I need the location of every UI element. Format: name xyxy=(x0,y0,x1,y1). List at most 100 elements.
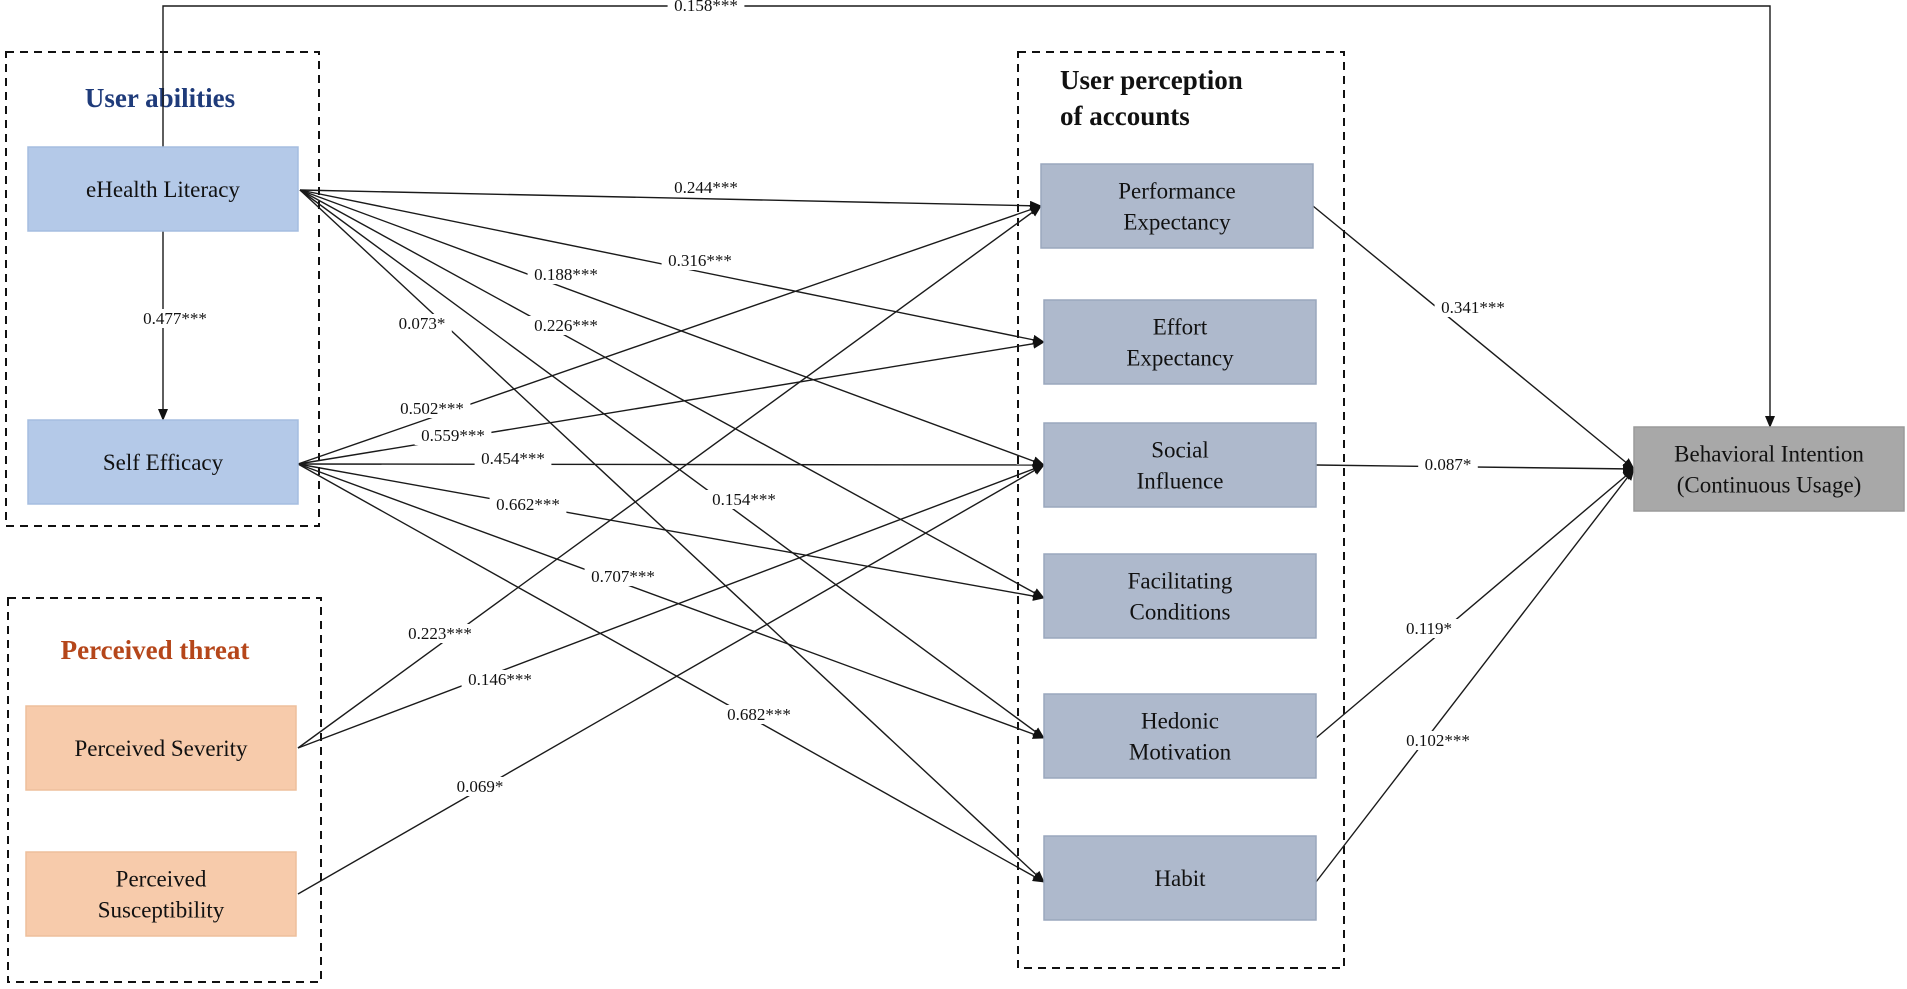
node-label-line: Facilitating xyxy=(1128,569,1233,594)
node-label-line: (Continuous Usage) xyxy=(1677,473,1862,498)
coef-label-bg xyxy=(527,316,605,335)
node-label: Habit xyxy=(1154,866,1206,891)
node-box xyxy=(1043,422,1317,508)
node-label: Behavioral Intention (Continuous Usage) xyxy=(1674,442,1864,498)
node-label-line: Motivation xyxy=(1129,740,1232,765)
edge-hm-to-bi xyxy=(1315,468,1635,739)
coef-label-bg xyxy=(661,251,739,270)
coef-label-ps-to-pe: 0.223*** xyxy=(408,624,472,643)
node-box xyxy=(25,705,297,791)
coef-label-se-to-pe: 0.502*** xyxy=(400,399,464,418)
node-box xyxy=(1633,426,1905,512)
edge-ehl-to-si xyxy=(299,189,1045,466)
node-label-line: Performance xyxy=(1118,179,1236,204)
node-label: Self Efficacy xyxy=(103,450,224,475)
node-label-line: Susceptibility xyxy=(98,898,225,923)
edge-se-to-hm xyxy=(297,463,1045,739)
coef-label-hm-to-bi: 0.119* xyxy=(1406,619,1452,638)
node-label-line: Social xyxy=(1151,438,1209,463)
node-label-line: Behavioral Intention xyxy=(1674,442,1864,467)
coef-label-bg xyxy=(461,670,539,689)
coef-label-bg xyxy=(705,490,783,509)
edge-ehl-to-bi xyxy=(162,5,1775,428)
coef-label-bg xyxy=(489,495,567,514)
node-box xyxy=(1040,163,1314,249)
node-label-line: Effort xyxy=(1153,315,1208,340)
coef-label-bg xyxy=(720,705,798,724)
coef-label-bg xyxy=(527,265,605,284)
coef-label-ehl-to-bi: 0.158*** xyxy=(674,0,738,15)
node-box xyxy=(1043,553,1317,639)
coef-label-bg xyxy=(450,777,510,796)
coef-label-bg xyxy=(401,624,479,643)
coef-label-bg xyxy=(667,178,745,197)
coef-label-ehl-to-hm: 0.154*** xyxy=(712,490,776,509)
edge-ehl-to-hab xyxy=(299,189,1045,883)
group-title-line: Perceived threat xyxy=(61,635,250,665)
node-box xyxy=(1043,693,1317,779)
coef-label-bg xyxy=(1399,731,1477,750)
coef-label-bg xyxy=(584,567,662,586)
coef-label-bg xyxy=(1399,619,1459,638)
coef-label-bg xyxy=(1434,298,1512,317)
coef-label-bg xyxy=(1418,455,1478,474)
node-hab: Habit xyxy=(1043,835,1317,921)
coef-label-pe-to-bi: 0.341*** xyxy=(1441,298,1505,317)
coef-label-se-to-hm: 0.707*** xyxy=(591,567,655,586)
edge-se-to-si xyxy=(297,459,1045,470)
group-box-threat xyxy=(7,597,322,983)
node-box xyxy=(27,419,299,505)
node-ehl: eHealth Literacy xyxy=(27,146,299,232)
coef-label-bg xyxy=(414,426,492,445)
coef-label-ehl-to-pe: 0.244*** xyxy=(674,178,738,197)
node-label-line: Hedonic xyxy=(1141,709,1219,734)
coef-label-se-to-si: 0.454*** xyxy=(481,449,545,468)
node-box xyxy=(1043,835,1317,921)
edge-ps-to-si xyxy=(297,464,1045,749)
node-box xyxy=(27,146,299,232)
coef-label-ehl-to-ee: 0.316*** xyxy=(668,251,732,270)
group-title-abilities: User abilities xyxy=(85,83,235,113)
coef-label-si-to-bi: 0.087* xyxy=(1425,455,1472,474)
edge-ps-to-pe xyxy=(297,205,1042,749)
edge-ehl-to-pe xyxy=(299,189,1042,211)
coef-label-hab-to-bi: 0.102*** xyxy=(1406,731,1470,750)
coef-label-bg xyxy=(392,314,452,333)
coef-label-psu-to-si: 0.069* xyxy=(457,777,504,796)
coef-label-ehl-to-hab: 0.073* xyxy=(399,314,446,333)
node-box xyxy=(1043,299,1317,385)
edge-se-to-pe xyxy=(297,204,1042,465)
node-label-line: Habit xyxy=(1154,866,1206,891)
node-label-line: Expectancy xyxy=(1123,210,1231,235)
coef-label-ehl-to-fc: 0.226*** xyxy=(534,316,598,335)
node-label: eHealth Literacy xyxy=(86,177,240,202)
node-label-line: Conditions xyxy=(1130,600,1231,625)
edge-se-to-hab xyxy=(297,463,1045,883)
group-title-threat: Perceived threat xyxy=(61,635,250,665)
edge-se-to-fc xyxy=(297,463,1045,601)
coef-label-ehl-to-si: 0.188*** xyxy=(534,265,598,284)
coef-label-se-to-fc: 0.662*** xyxy=(496,495,560,514)
coef-label-ps-to-si: 0.146*** xyxy=(468,670,532,689)
node-label-line: Influence xyxy=(1137,469,1224,494)
edge-ehl-to-hm xyxy=(299,189,1045,739)
node-label-line: Expectancy xyxy=(1126,346,1234,371)
coef-label-bg xyxy=(474,449,552,468)
group-title-line: of accounts xyxy=(1060,101,1190,131)
coef-label-ehl-to-se: 0.477*** xyxy=(143,309,207,328)
coef-label-bg xyxy=(667,0,745,15)
